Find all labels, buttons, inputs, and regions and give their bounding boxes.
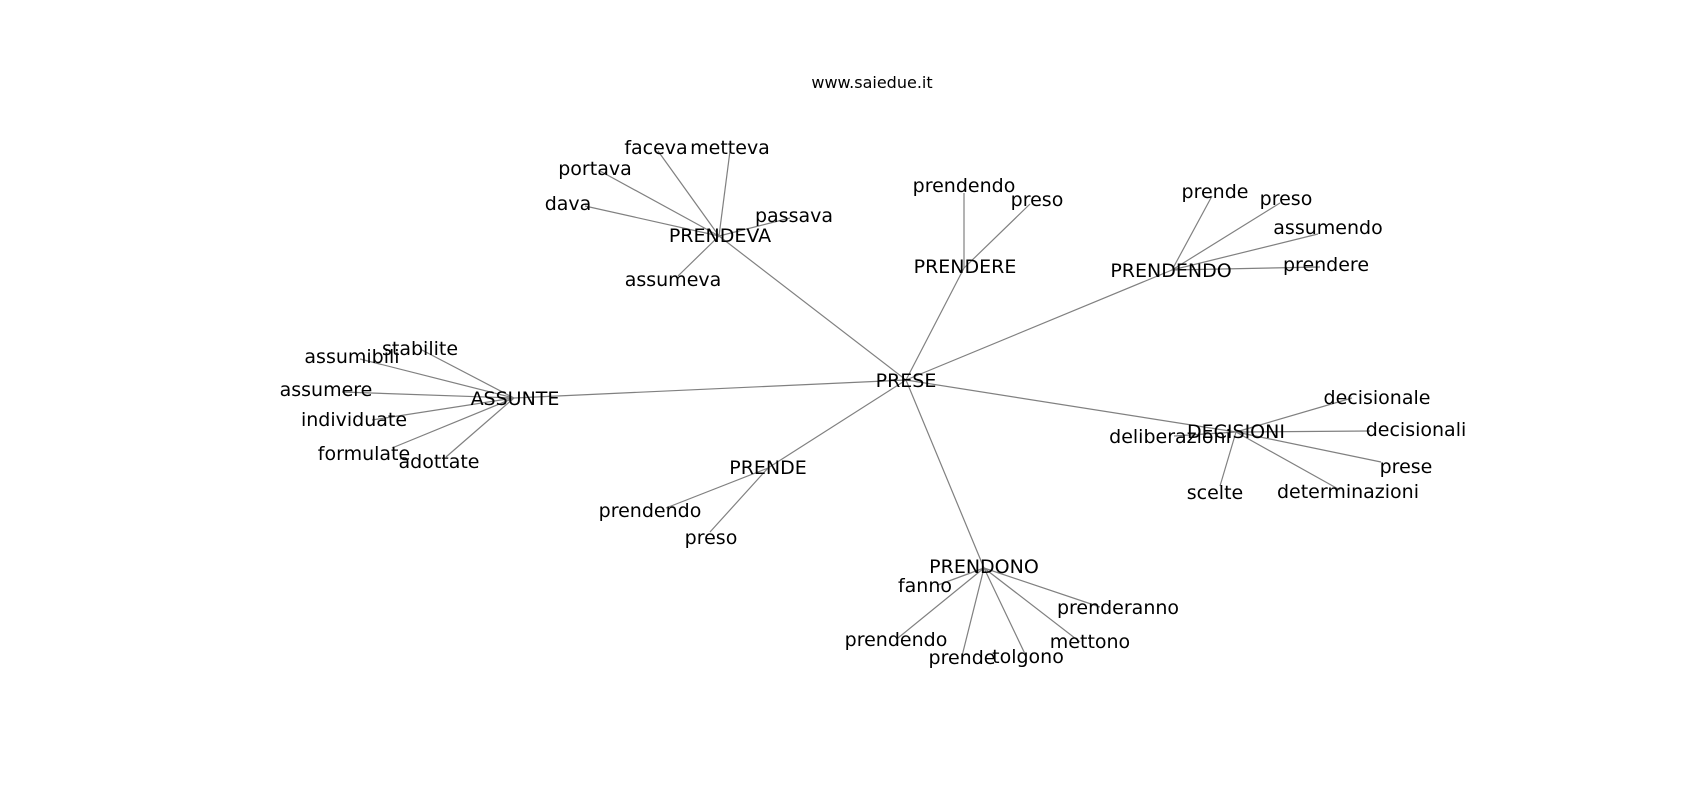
edge-prendeva-metteva bbox=[718, 150, 731, 237]
edge-assunte-stabilite bbox=[419, 348, 515, 399]
leaf-node-prendere-preso: preso bbox=[1011, 189, 1064, 211]
leaf-node-decisioni-decisionali: decisionali bbox=[1366, 419, 1467, 441]
hub-node-decisioni: DECISIONI bbox=[1187, 421, 1285, 443]
edge-prendono-mettono bbox=[983, 567, 1081, 643]
edge-prendeva-faceva bbox=[657, 150, 720, 237]
edge-decisioni-scelte bbox=[1219, 431, 1237, 487]
edge-prendendo-preso bbox=[1171, 202, 1281, 271]
center-node-prese: PRESE bbox=[876, 370, 937, 392]
leaf-node-prendeva-metteva: metteva bbox=[690, 137, 770, 159]
edge-prendendo-prendere bbox=[1171, 266, 1321, 271]
edge-prese-prendendo bbox=[905, 269, 1173, 381]
site-title: www.saiedue.it bbox=[811, 73, 932, 92]
leaf-node-assunte-assumere: assumere bbox=[280, 379, 373, 401]
leaf-node-assunte-individuate: individuate bbox=[301, 409, 407, 431]
leaf-node-prendono-prendendo: prendendo bbox=[845, 629, 948, 651]
leaf-node-prendeva-portava: portava bbox=[558, 158, 631, 180]
hub-node-prendendo: PRENDENDO bbox=[1110, 260, 1231, 282]
edge-prese-prendono bbox=[905, 379, 985, 569]
leaf-node-prendeva-dava: dava bbox=[545, 193, 592, 215]
graph-edges bbox=[341, 150, 1382, 657]
edge-prese-assunte bbox=[513, 379, 907, 399]
leaf-node-prendeva-passava: passava bbox=[755, 205, 833, 227]
edge-decisioni-decisionale bbox=[1235, 397, 1353, 433]
edge-assunte-individuate bbox=[371, 397, 515, 421]
leaf-node-decisioni-deliberazioni: deliberazioni bbox=[1109, 426, 1231, 448]
leaf-node-assunte-assumibili: assumibili bbox=[304, 346, 399, 368]
leaf-node-prendono-prenderanno: prenderanno bbox=[1057, 597, 1179, 619]
edge-prendeva-dava bbox=[584, 205, 720, 237]
leaf-node-decisioni-determinazioni: determinazioni bbox=[1277, 481, 1419, 503]
edge-assunte-assumere bbox=[341, 391, 515, 399]
leaf-node-assunte-formulate: formulate bbox=[318, 443, 410, 465]
edge-prendendo-prende bbox=[1171, 195, 1213, 271]
leaf-node-prendendo-prende: prende bbox=[1182, 181, 1249, 203]
leaf-node-prendono-fanno: fanno bbox=[898, 575, 952, 597]
leaf-node-prendeva-faceva: faceva bbox=[624, 137, 687, 159]
edge-decisioni-decisionali bbox=[1235, 430, 1371, 433]
edge-decisioni-prese bbox=[1235, 431, 1382, 463]
edge-prendono-prenderanno bbox=[983, 567, 1101, 608]
leaf-node-prendendo-prendere: prendere bbox=[1283, 254, 1369, 276]
leaf-node-prende-prendendo: prendendo bbox=[599, 500, 702, 522]
edge-prende-preso bbox=[709, 467, 769, 533]
edge-prendono-prendendo bbox=[897, 567, 985, 639]
leaf-node-prendendo-preso: preso bbox=[1260, 188, 1313, 210]
edge-prese-prende bbox=[767, 379, 907, 469]
edge-prese-decisioni bbox=[905, 379, 1237, 433]
hub-node-prendere: PRENDERE bbox=[914, 256, 1017, 278]
leaf-node-decisioni-scelte: scelte bbox=[1187, 482, 1243, 504]
edge-prendono-fanno bbox=[937, 567, 985, 586]
leaf-node-assunte-stabilite: stabilite bbox=[382, 338, 458, 360]
edge-assunte-adottate bbox=[445, 397, 515, 458]
leaf-node-prendendo-assumendo: assumendo bbox=[1273, 217, 1382, 239]
edge-prendere-preso bbox=[963, 203, 1031, 269]
edge-prendeva-portava bbox=[599, 170, 720, 237]
edge-prese-prendere bbox=[905, 267, 965, 381]
hub-node-prende: PRENDE bbox=[729, 457, 807, 479]
edge-prendeva-passava bbox=[718, 217, 791, 237]
edge-prendeva-assumeva bbox=[677, 235, 720, 277]
edge-prendono-prende bbox=[961, 567, 985, 657]
hub-node-prendeva: PRENDEVA bbox=[669, 225, 771, 247]
leaf-node-decisioni-prese: prese bbox=[1380, 456, 1433, 478]
edge-prese-prendeva bbox=[718, 235, 907, 381]
edge-decisioni-determinazioni bbox=[1235, 431, 1341, 491]
hub-node-assunte: ASSUNTE bbox=[471, 388, 560, 410]
leaf-node-prendeva-assumeva: assumeva bbox=[625, 269, 722, 291]
edge-decisioni-deliberazioni bbox=[1173, 431, 1237, 437]
edge-prendono-tolgono bbox=[983, 567, 1027, 657]
leaf-node-prendere-prendendo: prendendo bbox=[913, 175, 1016, 197]
hub-node-prendono: PRENDONO bbox=[929, 556, 1039, 578]
leaf-node-assunte-adottate: adottate bbox=[398, 451, 479, 473]
edge-assunte-formulate bbox=[391, 397, 515, 449]
leaf-node-prendono-prende: prende bbox=[929, 647, 996, 669]
edge-assunte-assumibili bbox=[359, 358, 515, 399]
edge-prendendo-assumendo bbox=[1171, 233, 1319, 271]
leaf-node-prendono-mettono: mettono bbox=[1050, 631, 1130, 653]
leaf-node-prendono-tolgono: tolgono bbox=[992, 646, 1064, 668]
edge-prende-prendendo bbox=[665, 467, 769, 509]
leaf-node-decisioni-decisionale: decisionale bbox=[1324, 387, 1431, 409]
leaf-node-prende-preso: preso bbox=[685, 527, 738, 549]
